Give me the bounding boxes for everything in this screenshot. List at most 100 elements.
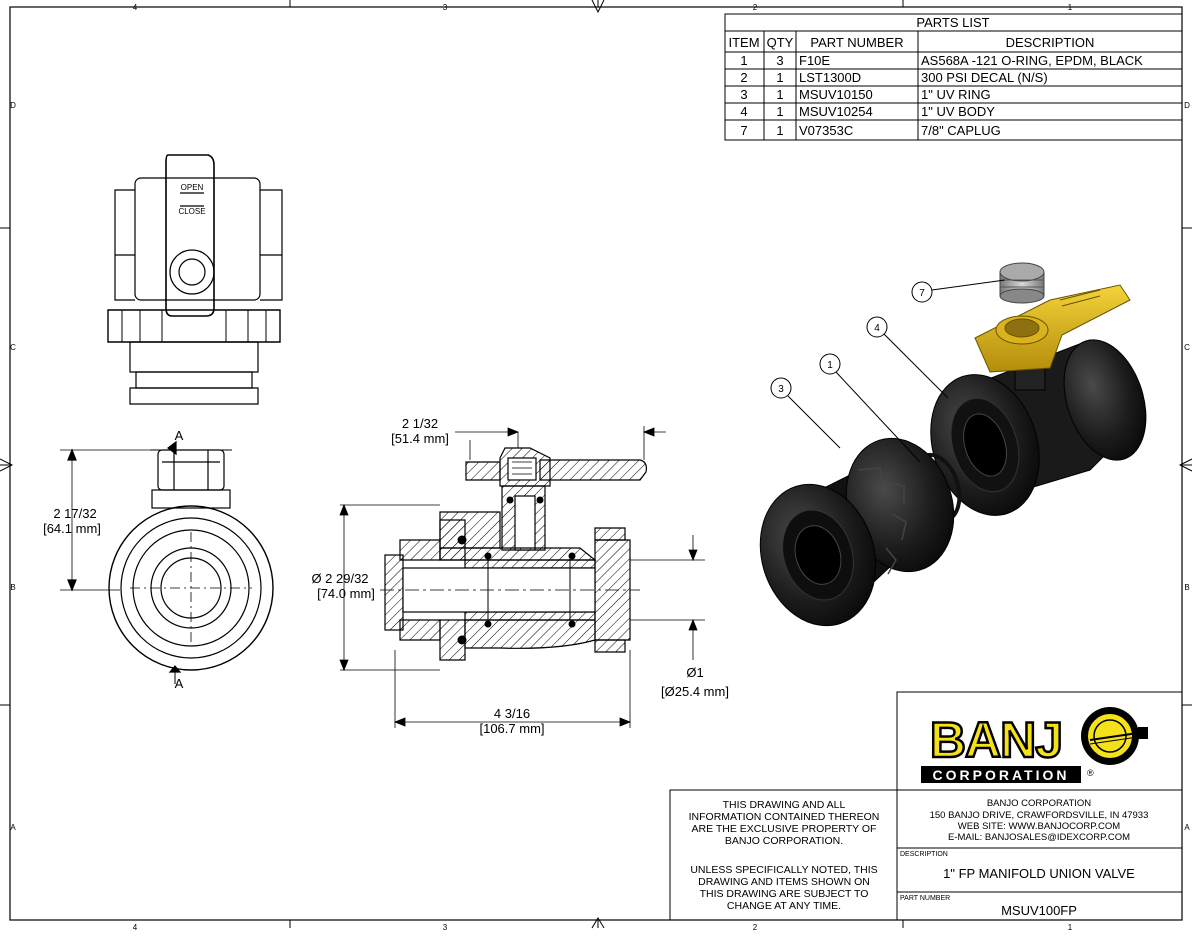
logo-subtitle: CORPORATION (933, 767, 1070, 783)
description-label: DESCRIPTION (900, 851, 948, 858)
row-item: 1 (740, 53, 747, 68)
parts-list-table: PARTS LIST ITEM QTY PART NUMBER DESCRIPT… (724, 13, 1183, 141)
row-qty: 1 (776, 87, 783, 102)
part-number-value: MSUV100FP (1001, 903, 1077, 918)
row-desc: 1" UV BODY (921, 104, 995, 119)
exploded-view: 7 4 1 3 (759, 262, 1147, 627)
row-qty: 1 (776, 104, 783, 119)
row-item: 7 (740, 123, 747, 138)
col-header-description: DESCRIPTION (1006, 35, 1095, 50)
balloon-label-4: 4 (874, 323, 880, 334)
dim-height-mm: [64.1 mm] (43, 521, 101, 536)
balloon-1 (819, 353, 841, 375)
title-block (669, 691, 1183, 921)
notice-line: UNLESS SPECIFICALLY NOTED, THIS (690, 864, 877, 876)
notice-line: INFORMATION CONTAINED THEREON (689, 811, 880, 823)
row-part: LST1300D (799, 70, 861, 85)
description-value: 1" FP MANIFOLD UNION VALVE (943, 866, 1135, 881)
notice-line: DRAWING AND ITEMS SHOWN ON (698, 876, 870, 888)
dim-length-in: 4 3/16 (494, 706, 530, 721)
caplug (999, 262, 1045, 304)
end-view-labels: A A 2 17/32 [64.1 mm] (43, 428, 184, 691)
zone-left-c: C (10, 343, 16, 352)
balloons (770, 279, 1006, 463)
section-view (380, 447, 647, 661)
balloon-4 (866, 316, 888, 338)
zone-labels: 4 3 2 1 4 3 2 1 D C B A D C B A (10, 3, 1190, 932)
section-mark-top: A (175, 428, 184, 443)
row-qty: 1 (776, 70, 783, 85)
zone-bottom-4: 4 (133, 923, 138, 932)
banjo-logo: BANJ CORPORATION ® (921, 707, 1148, 783)
company-address: 150 BANJO DRIVE, CRAWFORDSVILLE, IN 4793… (930, 810, 1149, 821)
dim-height-in: 2 17/32 (53, 506, 96, 521)
front-view: OPEN CLOSE (107, 154, 283, 405)
row-qty: 1 (776, 123, 783, 138)
col-header-item: ITEM (728, 35, 759, 50)
handle-label-a: OPEN (181, 183, 204, 192)
end-view (60, 440, 274, 684)
notice-line: THIS DRAWING ARE SUBJECT TO (700, 888, 869, 900)
zone-top-4: 4 (133, 3, 138, 12)
logo-registered: ® (1087, 768, 1094, 778)
notice-line: CHANGE AT ANY TIME. (727, 900, 841, 912)
row-desc: 7/8" CAPLUG (921, 123, 1001, 138)
balloon-label-1: 1 (827, 360, 833, 371)
balloon-3 (770, 377, 792, 399)
title-fields: DESCRIPTION 1" FP MANIFOLD UNION VALVE P… (900, 851, 1135, 918)
zone-left-d: D (10, 101, 16, 110)
zone-right-d: D (1184, 101, 1190, 110)
row-item: 4 (740, 104, 747, 119)
col-header-part-number: PART NUMBER (810, 35, 903, 50)
company-email: E-MAIL: BANJOSALES@IDEXCORP.COM (948, 832, 1130, 843)
zone-bottom-1: 1 (1068, 923, 1073, 932)
zone-left-a: A (10, 823, 16, 832)
balloon-label-3: 3 (778, 384, 784, 395)
row-part: F10E (799, 53, 830, 68)
section-dimensions (339, 426, 705, 728)
notice-line: BANJO CORPORATION. (725, 835, 843, 847)
section-dim-labels: 2 1/32 [51.4 mm] Ø 2 29/32 [74.0 mm] 4 3… (311, 416, 729, 736)
balloon-7 (911, 281, 933, 303)
dim-length-mm: [106.7 mm] (479, 721, 544, 736)
valve-handle (974, 284, 1131, 373)
dim-dia-in: Ø 2 29/32 (311, 571, 368, 586)
notice-text: THIS DRAWING AND ALL INFORMATION CONTAIN… (689, 799, 880, 912)
balloon-label-7: 7 (919, 288, 925, 299)
notice-line: THIS DRAWING AND ALL (723, 799, 846, 811)
zone-bottom-3: 3 (443, 923, 448, 932)
logo-word: BANJ (930, 712, 1062, 768)
row-desc: AS568A -121 O-RING, EPDM, BLACK (921, 53, 1143, 68)
row-part: V07353C (799, 123, 853, 138)
dim-handle-mm: [51.4 mm] (391, 431, 449, 446)
section-mark-bottom: A (175, 676, 184, 691)
zone-right-b: B (1184, 583, 1189, 592)
dim-dia-mm: [74.0 mm] (317, 586, 375, 601)
col-header-qty: QTY (767, 35, 794, 50)
row-item: 2 (740, 70, 747, 85)
parts-list-title: PARTS LIST (916, 15, 989, 30)
company-info: BANJO CORPORATION 150 BANJO DRIVE, CRAWF… (930, 798, 1149, 843)
row-desc: 300 PSI DECAL (N/S) (921, 70, 1048, 85)
dim-bore-mm: [Ø25.4 mm] (661, 684, 729, 699)
union-ring (759, 437, 955, 627)
zone-left-b: B (10, 583, 15, 592)
row-item: 3 (740, 87, 747, 102)
zone-top-2: 2 (753, 3, 758, 12)
row-desc: 1" UV RING (921, 87, 991, 102)
row-part: MSUV10150 (799, 87, 873, 102)
company-web: WEB SITE: WWW.BANJOCORP.COM (958, 821, 1120, 832)
dim-bore-in: Ø1 (686, 665, 703, 680)
notice-line: ARE THE EXCLUSIVE PROPERTY OF (692, 823, 877, 835)
handle-label-b: CLOSE (178, 207, 205, 216)
company-name: BANJO CORPORATION (987, 798, 1091, 809)
zone-top-3: 3 (443, 3, 448, 12)
zone-right-c: C (1184, 343, 1190, 352)
zone-top-1: 1 (1068, 3, 1073, 12)
zone-bottom-2: 2 (753, 923, 758, 932)
row-part: MSUV10254 (799, 104, 873, 119)
zone-right-a: A (1184, 823, 1190, 832)
part-number-label: PART NUMBER (900, 895, 950, 902)
